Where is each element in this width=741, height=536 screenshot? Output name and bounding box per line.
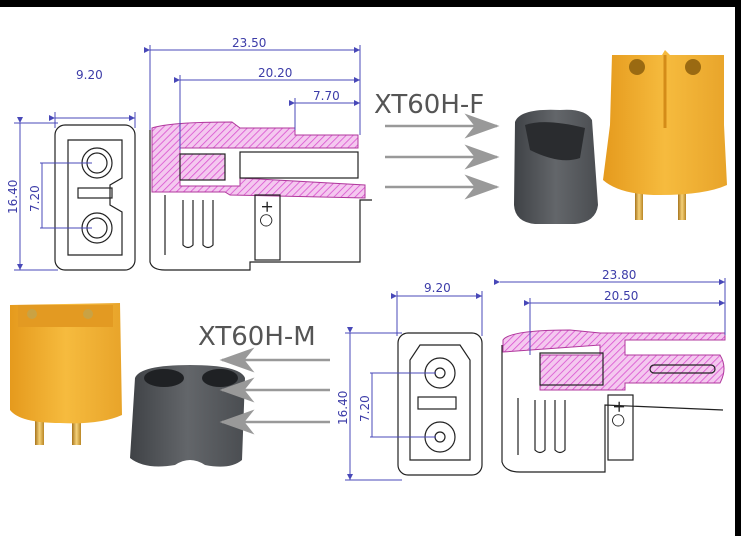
- female-connector-photo: [603, 50, 727, 220]
- female-front-view: [14, 112, 136, 271]
- female-height-dim: 16.40: [6, 180, 20, 214]
- male-assembly-arrows: [219, 347, 330, 435]
- female-side-view: [144, 45, 372, 271]
- male-pitch-dim: 7.20: [358, 395, 372, 422]
- male-overall-length-dim: 23.80: [602, 268, 636, 282]
- female-pin-length-dim: 7.70: [313, 89, 340, 103]
- female-body-length-dim: 20.20: [258, 66, 292, 80]
- male-polarity-mark: +○: [610, 400, 629, 427]
- female-assembly-arrows: [385, 113, 500, 200]
- male-front-view: [345, 291, 483, 481]
- female-overall-length-dim: 23.50: [232, 36, 266, 50]
- male-cap-photo: [130, 365, 245, 467]
- male-side-view: [494, 278, 726, 473]
- female-width-dim: 9.20: [76, 68, 103, 82]
- male-body-length-dim: 20.50: [604, 289, 638, 303]
- male-connector-photo: [10, 303, 122, 445]
- top-border: [0, 0, 741, 7]
- male-width-dim: 9.20: [424, 281, 451, 295]
- female-polarity-mark: +○: [258, 200, 277, 227]
- female-pitch-dim: 7.20: [28, 185, 42, 212]
- male-height-dim: 16.40: [336, 391, 350, 425]
- female-model-label: XT60H-F: [374, 90, 484, 120]
- male-model-label: XT60H-M: [198, 322, 316, 352]
- right-border: [735, 0, 741, 536]
- female-cap-photo: [514, 109, 598, 224]
